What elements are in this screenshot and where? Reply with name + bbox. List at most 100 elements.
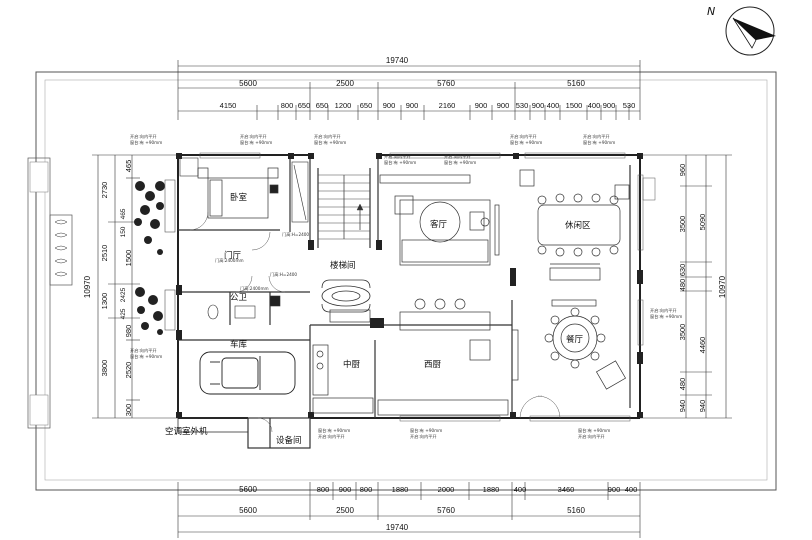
left-inner-5: 300 [124, 404, 133, 417]
top-dimension-group: 19740 5600 2500 5760 5160 4150 800 650 6… [177, 56, 641, 120]
top-detail-11: 900 [497, 101, 510, 110]
right-extra: 940 [698, 400, 707, 413]
note-window-1b: 窗台:有 +90mm [130, 139, 162, 146]
note-door-4: 门高:2400mm [240, 285, 269, 292]
left-outer-4: 3800 [100, 360, 109, 377]
note-window-11a: 窗台:有 +90mm [410, 427, 442, 434]
note-window-10b: 开启:向内平开 [318, 433, 345, 440]
bottom-detail-10: 900 [608, 485, 621, 494]
note-window-5a: 开启:向内平开 [444, 153, 471, 160]
top-group-1: 5600 [239, 79, 257, 88]
note-window-3a: 开启:向内平开 [314, 133, 341, 140]
room-dining: 餐厅 [566, 335, 584, 345]
right-inner-7: 940 [678, 400, 687, 413]
top-group-4: 5160 [567, 79, 585, 88]
room-equipment: 设备间 [276, 435, 302, 446]
interior-walls [177, 155, 631, 449]
note-window-10a: 窗台:有 +90mm [318, 427, 350, 434]
wardrobe [179, 157, 309, 223]
door-swings [189, 211, 561, 433]
note-window-2a: 开启:向内平开 [240, 133, 267, 140]
left-inner-small-3: 2425 [120, 287, 127, 302]
left-outer-2: 2510 [100, 245, 109, 262]
site-boundary [35, 71, 777, 491]
bottom-group-3: 5760 [437, 506, 455, 515]
bottom-detail-3: 900 [339, 485, 352, 494]
left-inner-small-2: 150 [120, 226, 127, 237]
top-total-label: 19740 [386, 56, 409, 65]
right-outer-2: 4460 [698, 337, 707, 354]
staircase [318, 174, 370, 240]
top-detail-16: 400 [588, 101, 601, 110]
top-detail-17: 900 [603, 101, 616, 110]
left-inner-1: 465 [124, 160, 133, 173]
room-stair: 楼梯间 [330, 260, 356, 271]
inner-site-line [44, 79, 768, 481]
bottom-group-4: 5160 [567, 506, 585, 515]
top-detail-13: 900 [532, 101, 545, 110]
garden-area [27, 157, 176, 429]
chinese-kitchen-counter [312, 309, 374, 414]
bed [197, 167, 279, 219]
room-ac-unit: 空调室外机 [165, 426, 208, 437]
room-western-kitchen: 西厨 [424, 360, 442, 370]
note-window-12b: 开启:向内平开 [578, 433, 605, 440]
room-living: 客厅 [430, 219, 448, 230]
right-inner-4: 480 [678, 279, 687, 292]
shrub-cluster [134, 181, 165, 335]
top-detail-5: 1200 [335, 101, 352, 110]
left-outer-3: 1300 [100, 293, 109, 310]
north-label: N [707, 5, 715, 18]
left-inner-small-1: 465 [120, 208, 127, 219]
right-inner-1: 960 [678, 164, 687, 177]
note-window-6b: 窗台:有 +90mm [510, 139, 542, 146]
note-window-11b: 开启:向内平开 [410, 433, 437, 440]
leisure-table [519, 169, 630, 281]
left-inner-2: 1500 [124, 250, 133, 267]
room-chinese-kitchen: 中厨 [343, 359, 361, 370]
note-window-8b: 窗台:有 +90mm [650, 313, 682, 320]
car-icon [199, 351, 296, 395]
note-window-5b: 窗台:有 +90mm [444, 159, 476, 166]
top-detail-12: 530 [516, 101, 529, 110]
bottom-detail-5: 1880 [392, 485, 409, 494]
room-bedroom: 卧室 [230, 192, 248, 203]
living-room-sofa-set [379, 174, 500, 266]
note-window-4a: 开启:向内平开 [384, 153, 411, 160]
top-detail-10: 900 [475, 101, 488, 110]
left-inner-3: 980 [124, 325, 133, 338]
note-window-8a: 开启:向内平开 [650, 307, 677, 314]
top-detail-14: 400 [547, 101, 560, 110]
top-detail-4: 650 [316, 101, 329, 110]
bottom-group-2: 2500 [336, 506, 354, 515]
top-detail-8: 900 [406, 101, 419, 110]
left-dimension-group: 10970 2730 2510 1300 3800 465 1500 980 2… [83, 154, 178, 419]
left-total-label: 10970 [83, 275, 92, 298]
top-group-3: 5760 [437, 79, 455, 88]
top-detail-3: 650 [298, 101, 311, 110]
top-detail-6: 650 [360, 101, 373, 110]
top-detail-7: 900 [383, 101, 396, 110]
bottom-detail-8: 400 [514, 485, 527, 494]
kitchen-island [377, 298, 519, 416]
left-outer-1: 2730 [100, 182, 109, 199]
bottom-group-1: 5600 [239, 506, 257, 515]
note-window-12a: 窗台:有 +90mm [578, 427, 610, 434]
right-inner-2: 3500 [678, 216, 687, 233]
right-inner-5: 3500 [678, 324, 687, 341]
note-window-7a: 开启:向内平开 [583, 133, 610, 140]
dining-table [544, 299, 627, 390]
bottom-detail-1: 5600 [239, 485, 257, 494]
bottom-detail-2: 800 [317, 485, 330, 494]
bottom-detail-9: 3460 [558, 485, 575, 494]
room-leisure: 休闲区 [565, 220, 591, 231]
room-foyer: 门厅 [224, 250, 242, 261]
note-window-7b: 窗台:有 +90mm [583, 139, 615, 146]
top-detail-15: 1500 [566, 101, 583, 110]
left-inner-small-4: 425 [120, 308, 127, 319]
note-door-3: 门高:H=2400 [270, 271, 297, 278]
note-window-3b: 窗台:有 +90mm [314, 139, 346, 146]
top-detail-18: 530 [623, 101, 636, 110]
note-window-9b: 窗台:有 +90mm [130, 353, 162, 360]
